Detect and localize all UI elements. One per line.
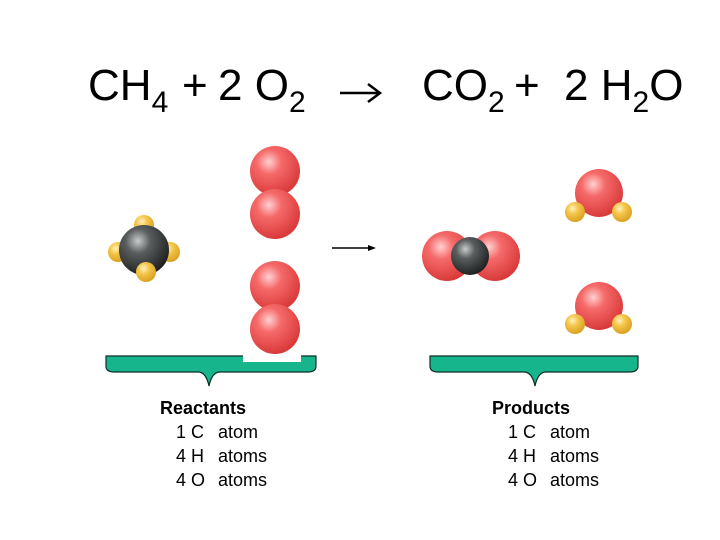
methane-molecule (108, 215, 180, 282)
hydrogen-atom (565, 202, 585, 222)
carbon-atom (119, 225, 169, 275)
reactants-bracket (105, 354, 317, 387)
oxygen-atom (250, 146, 300, 196)
water-formula: 2 H2O (564, 61, 684, 119)
plus-sign: + (514, 61, 540, 110)
carbon-dioxide-molecule (422, 231, 520, 281)
oxygen-atom (250, 304, 300, 354)
water-molecule (565, 169, 632, 222)
reaction-arrow-icon (340, 83, 383, 103)
plus-sign: + (182, 61, 208, 110)
middle-arrow-icon (332, 245, 376, 251)
oxygen-atom (250, 261, 300, 311)
oxygen-atom (250, 189, 300, 239)
oxygen-atom (575, 282, 623, 330)
oxygen-molecule (250, 146, 300, 239)
hydrogen-atom (612, 202, 632, 222)
reactants-heading: Reactants (160, 398, 247, 418)
methane-formula: CH4 (88, 61, 169, 119)
hydrogen-atom (612, 314, 632, 334)
carbon-dioxide-formula: CO2 (422, 61, 505, 119)
hydrogen-atom (136, 262, 156, 282)
oxygen-formula: 2 O2 (218, 61, 306, 119)
carbon-atom (451, 237, 489, 275)
oxygen-molecule (250, 261, 300, 354)
chemical-equation: CH4 + 2 O2 CO2 + 2 H2O (0, 60, 720, 124)
products-heading: Products (492, 398, 571, 418)
water-molecule (565, 282, 632, 334)
oxygen-atom (575, 169, 623, 217)
hydrogen-atom (565, 314, 585, 334)
products-bracket (429, 355, 639, 387)
